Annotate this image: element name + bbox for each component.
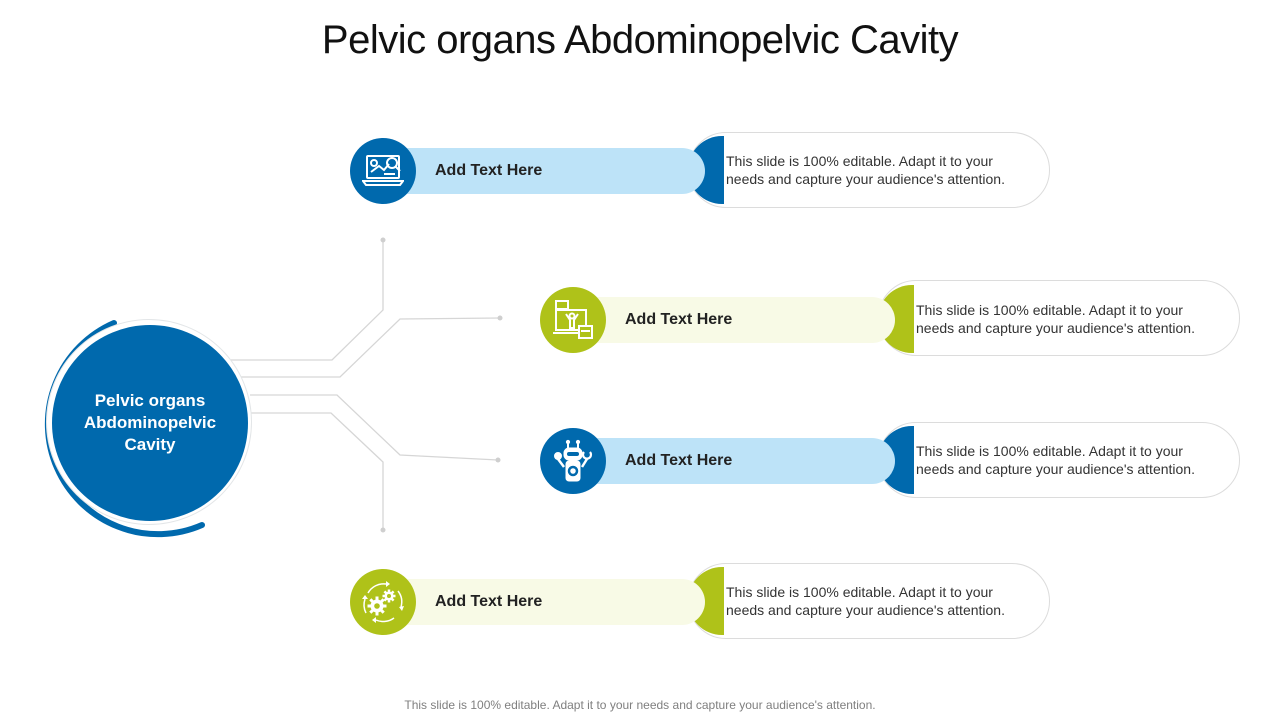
icon-circle bbox=[540, 287, 606, 353]
description-box bbox=[878, 422, 1240, 498]
online-training-icon bbox=[553, 300, 593, 339]
item-description: This slide is 100% editable. Adapt it to… bbox=[916, 443, 1195, 477]
label-pill bbox=[380, 148, 705, 194]
item-description: This slide is 100% editable. Adapt it to… bbox=[916, 302, 1195, 336]
robot-icon bbox=[554, 439, 593, 482]
icon-circle bbox=[350, 138, 416, 204]
item-description: This slide is 100% editable. Adapt it to… bbox=[726, 584, 1005, 618]
item-row-4: Add Text Here This slide is 100% editabl… bbox=[350, 562, 1050, 642]
item-description: This slide is 100% editable. Adapt it to… bbox=[726, 153, 1005, 187]
hub-circle: Pelvic organs Abdominopelvic Cavity bbox=[52, 325, 248, 521]
item-label: Add Text Here bbox=[625, 452, 733, 469]
gears-cycle-icon bbox=[362, 581, 404, 623]
description-box bbox=[688, 132, 1050, 208]
label-pill bbox=[570, 438, 895, 484]
item-row-2: Add Text Here This slide is 100% editabl… bbox=[540, 280, 1240, 360]
hub-label: Pelvic organs Abdominopelvic Cavity bbox=[83, 391, 217, 454]
label-pill bbox=[570, 297, 895, 343]
item-label: Add Text Here bbox=[625, 311, 733, 328]
item-row-3: Add Text Here This slide is 100% editabl… bbox=[540, 421, 1240, 501]
laptop-analytics-icon bbox=[362, 155, 404, 186]
label-pill bbox=[380, 579, 705, 625]
icon-circle bbox=[350, 569, 416, 635]
page-title: Pelvic organs Abdominopelvic Cavity bbox=[321, 18, 959, 62]
description-box bbox=[878, 280, 1240, 356]
description-box bbox=[688, 563, 1050, 639]
item-label: Add Text Here bbox=[435, 593, 543, 610]
item-row-1: Add Text Here This slide is 100% editabl… bbox=[350, 131, 1050, 211]
item-label: Add Text Here bbox=[435, 162, 543, 179]
footer-note: This slide is 100% editable. Adapt it to… bbox=[404, 698, 876, 712]
icon-circle bbox=[540, 428, 606, 494]
